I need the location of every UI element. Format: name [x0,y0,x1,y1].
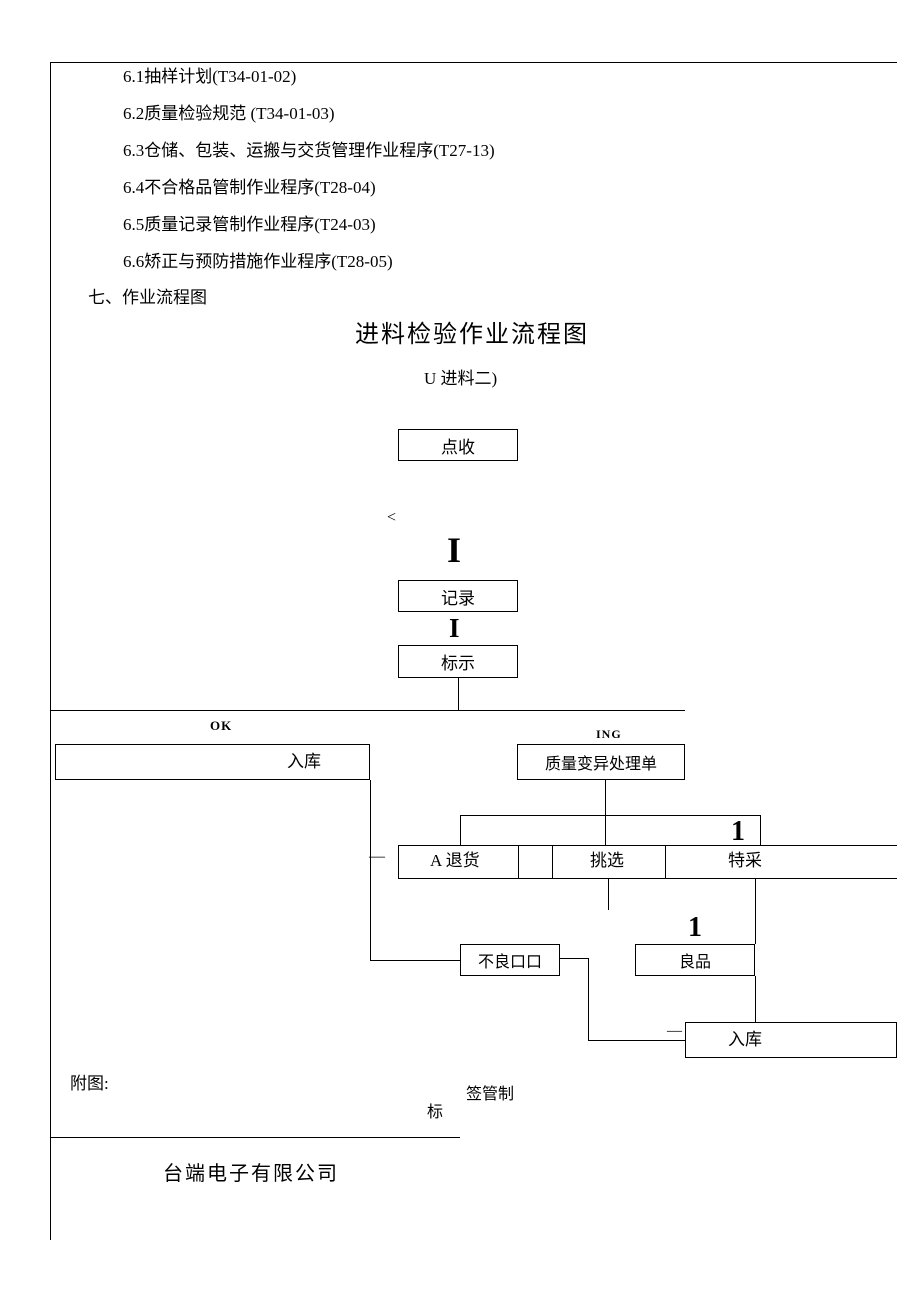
section-heading: 七、作业流程图 [88,288,207,307]
dash-mark-2: — [667,1023,682,1039]
connector-i-mark-1: I [447,530,462,570]
page-border-left-line [50,62,51,1240]
reference-item-3: 6.3仓储、包装、运搬与交货管理作业程序(T27-13) [123,141,495,160]
reference-item-4: 6.4不合格品管制作业程序(T28-04) [123,178,376,197]
flow-node-good: 良品 [635,944,755,976]
flow-line-mid-to-warehouse [588,1040,685,1041]
flow-node-warehouse-ok-label: 入库 [287,752,321,771]
flow-node-defect: 不良口口 [460,944,560,976]
flowchart-subtitle: U 进料二) [424,369,498,388]
flow-line-fanout-right [760,815,761,845]
reference-item-5: 6.5质量记录管制作业程序(T24-03) [123,215,376,234]
flow-node-return-label: A 退货 [430,851,480,870]
page-border-top-line [50,62,897,63]
one-mark-2: 1 [688,912,702,943]
flow-line-fanout-mid [605,815,606,845]
band-divider-2 [518,845,519,878]
flow-node-warehouse-final-box [685,1022,897,1058]
flow-line-fanout [460,815,760,816]
flow-line-decision-branch [50,710,685,711]
flow-node-special-label: 特采 [728,851,762,870]
band-divider-4 [665,845,666,878]
reference-item-2: 6.2质量检验规范 (T34-01-03) [123,104,335,123]
company-name: 台端电子有限公司 [163,1163,339,1185]
dash-mark-1: — [369,848,385,865]
flow-line-fanout-left [460,815,461,845]
footer-sign-label: 签管制 [466,1086,515,1103]
footer-mark-label: 标 [427,1104,444,1121]
flow-node-warehouse-ok-box [55,744,370,780]
flowchart-title: 进料检验作业流程图 [355,322,589,348]
flow-line-defect-out [560,958,588,959]
band-divider-3 [552,845,553,878]
branch-label-ok: OK [210,718,233,733]
flow-line-sort-down [608,878,609,910]
flow-line-good-down [755,976,756,1022]
flow-node-receive: 点收 [398,429,518,461]
flow-node-sort-label: 挑选 [590,851,624,870]
footer-attachment-label: 附图: [70,1074,109,1093]
flow-node-record: 记录 [398,580,518,612]
flow-line-special-down [755,878,756,944]
flow-node-mark: 标示 [398,645,518,678]
flow-line-mark-down [458,678,459,710]
band-divider-1 [398,845,399,878]
band-bottom-line [398,878,897,879]
branch-label-ing: ING [596,727,622,741]
footer-divider-line [50,1137,460,1138]
flow-line-left-down [370,780,371,961]
flow-line-deviation-down [605,780,606,815]
flow-node-deviation-form: 质量变异处理单 [517,744,685,780]
reference-item-6: 6.6矫正与预防措施作业程序(T28-05) [123,252,393,271]
flow-line-left-to-defect [370,960,460,961]
less-than-mark: < [387,509,397,526]
flow-node-warehouse-final-label: 入库 [728,1030,762,1049]
connector-i-mark-2: I [449,613,460,643]
one-mark-1: 1 [731,816,745,847]
flow-line-mid-down [588,958,589,1040]
band-top-line [398,845,897,846]
reference-item-1: 6.1抽样计划(T34-01-02) [123,67,297,86]
